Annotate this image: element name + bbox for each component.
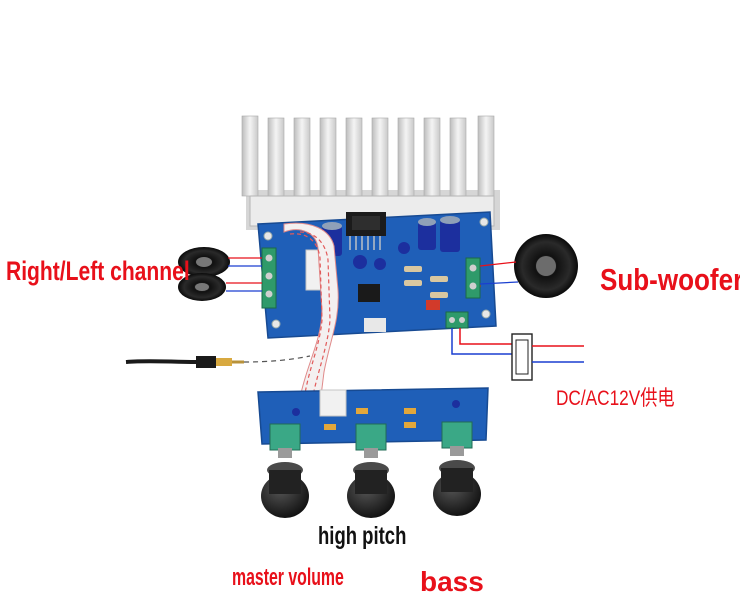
tone-control-pcb — [257, 387, 489, 445]
power-connector-icon — [451, 328, 584, 381]
ribbon-cable — [283, 222, 339, 405]
audio-jack-icon — [125, 355, 311, 368]
bass-label: bass — [420, 566, 484, 597]
right-left-channel-label: Right/Left channel — [6, 256, 190, 286]
capacitor — [418, 218, 436, 250]
high-pitch-label: high pitch — [318, 522, 407, 550]
main-amplifier-pcb — [257, 211, 497, 339]
speaker-icon — [178, 273, 226, 301]
sub-woofer-label: Sub-woofer — [600, 262, 740, 297]
power-supply-label: DC/AC12V供电 — [556, 387, 675, 410]
speaker-wires-left — [226, 257, 262, 292]
speaker-icon — [178, 247, 230, 277]
heatsink — [241, 115, 500, 230]
potentiometer-knob-icon — [347, 423, 395, 518]
speaker-icon — [514, 234, 578, 298]
capacitor — [440, 216, 460, 252]
speaker-wires-right — [479, 261, 519, 285]
potentiometer-knob-icon — [433, 421, 481, 516]
master-volume-label: master volume — [232, 564, 344, 591]
potentiometer-knob-icon — [261, 423, 309, 518]
